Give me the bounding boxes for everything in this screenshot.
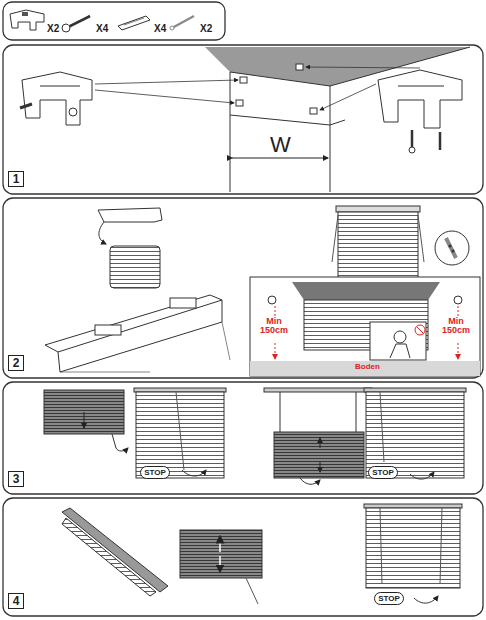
stop-text: STOP — [144, 468, 166, 477]
quantity-label: X4 — [96, 24, 108, 35]
quantity-label: X2 — [200, 24, 212, 35]
step-number-text: 2 — [13, 356, 20, 370]
stop-text: STOP — [372, 468, 394, 477]
width-dimension: W — [270, 133, 291, 156]
step-number-text: 1 — [13, 172, 20, 186]
step-number: 2 — [8, 355, 24, 371]
step-number: 4 — [8, 593, 24, 609]
step-number-text: 4 — [13, 594, 20, 608]
step-number: 3 — [8, 471, 24, 487]
min-height-note: Min 150cm — [441, 317, 471, 336]
quantity-label: X2 — [47, 24, 59, 35]
min-height-note: Min 150cm — [259, 317, 289, 336]
stop-text: STOP — [378, 594, 400, 603]
stop-badge: STOP — [374, 592, 404, 605]
stop-badge: STOP — [368, 466, 398, 479]
quantity-label: X4 — [154, 24, 166, 35]
step-number: 1 — [8, 171, 24, 187]
step-number-text: 3 — [13, 472, 20, 486]
stop-badge: STOP — [140, 466, 170, 479]
floor-label: Boden — [355, 363, 380, 371]
